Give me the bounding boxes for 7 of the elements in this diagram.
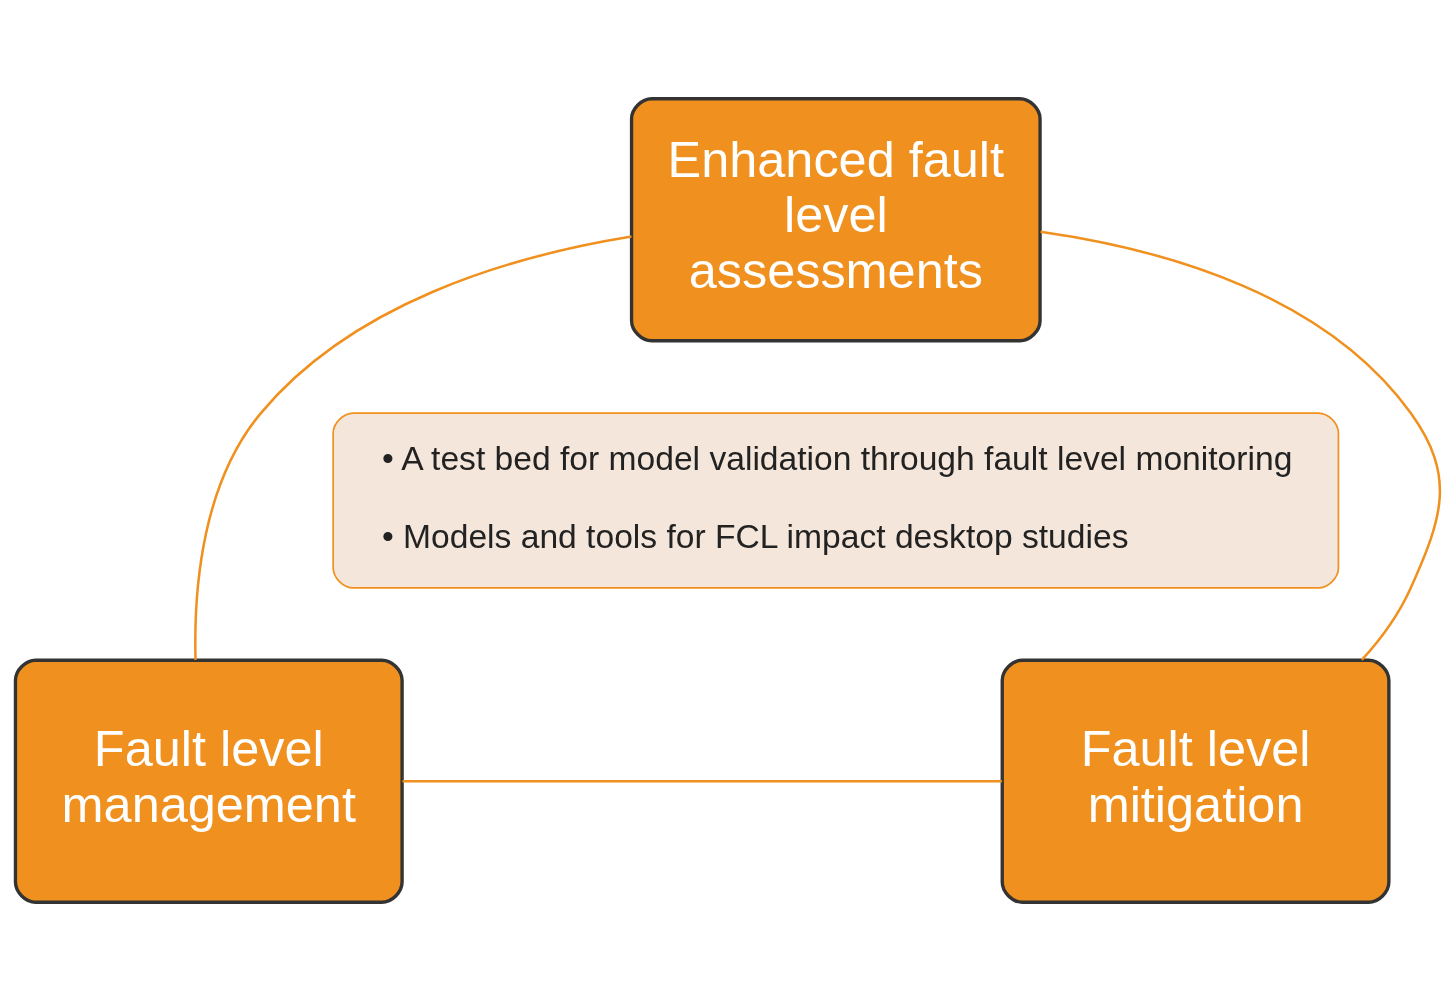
node-box: Fault level management xyxy=(13,658,404,904)
connector xyxy=(402,779,1002,782)
node-box: Enhanced fault level assessments xyxy=(629,96,1042,342)
node-box: • A test bed for model validation through fault level monitoring • Models and tools for FCL impact desktop studies xyxy=(332,411,1340,589)
connector xyxy=(1040,229,1441,661)
connector xyxy=(194,234,632,660)
node-box: Fault level mitigation xyxy=(1000,658,1391,904)
